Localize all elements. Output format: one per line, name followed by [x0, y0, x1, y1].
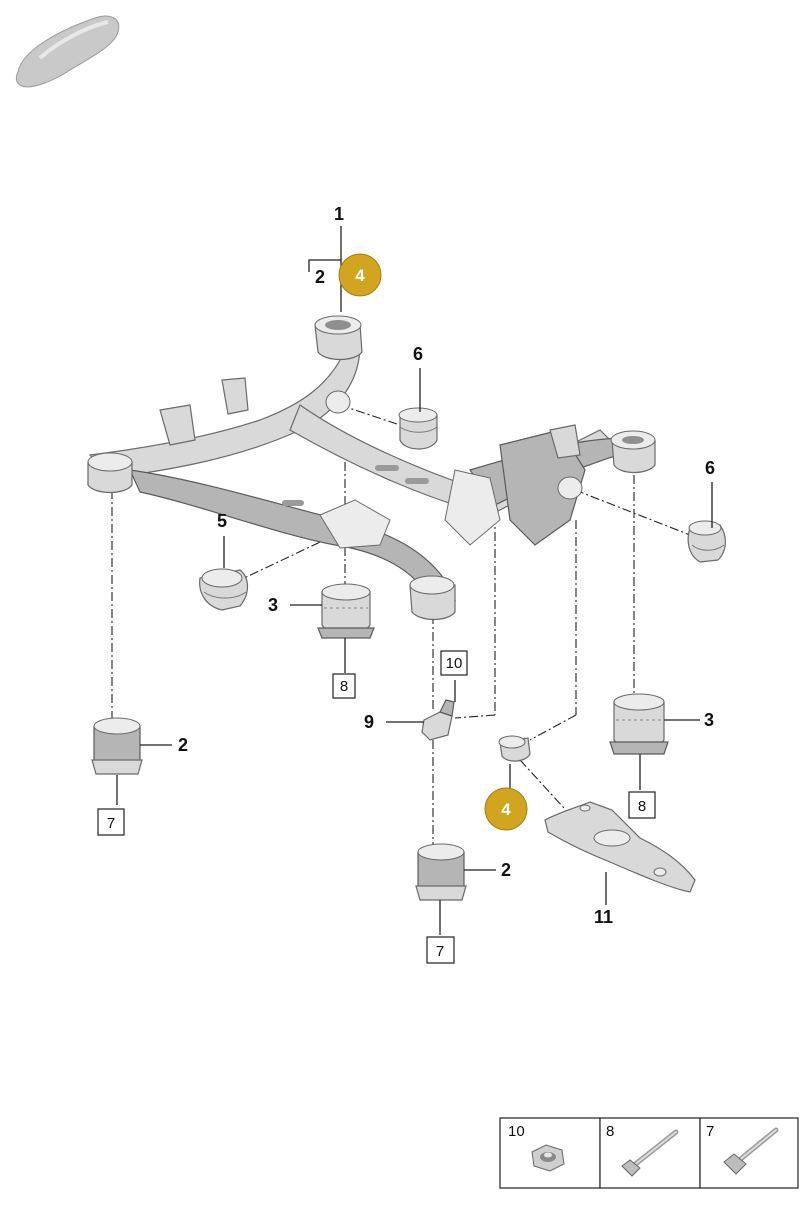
svg-text:10: 10	[446, 655, 463, 672]
subframe-cup-rear-right	[610, 430, 656, 474]
callout-3-left: 3	[268, 595, 278, 615]
subframe-cup-center	[409, 575, 456, 621]
bushing-2-bottom[interactable]	[415, 843, 467, 901]
bushing-4-small[interactable]	[498, 735, 531, 762]
rear-subframe[interactable]	[88, 344, 642, 601]
subframe-bore-right	[557, 476, 583, 500]
bushing-3-left[interactable]	[317, 583, 375, 639]
bushing-2-left[interactable]	[91, 717, 143, 775]
svg-text:4: 4	[355, 266, 365, 285]
subframe-bore-left	[325, 390, 351, 414]
control-arm-11[interactable]	[544, 801, 696, 893]
callout-1: 1	[334, 204, 344, 224]
callout-6-right: 6	[705, 458, 715, 478]
callout-9: 9	[364, 712, 374, 732]
badge-4-top: 4	[338, 253, 382, 297]
bolt-icon	[621, 1129, 679, 1177]
legend-label-7: 7	[706, 1123, 714, 1140]
callout-11: 11	[594, 907, 613, 927]
subframe-cup-top	[314, 315, 363, 361]
car-silhouette-icon	[15, 15, 120, 88]
callout-2-bottom: 2	[501, 860, 511, 880]
box-8-left: 8	[332, 673, 356, 699]
callout-2-left: 2	[178, 735, 188, 755]
nut-icon	[531, 1144, 565, 1172]
svg-text:4: 4	[501, 800, 511, 819]
callout-6-top: 6	[413, 344, 423, 364]
bushing-6-left[interactable]	[398, 407, 438, 450]
callout-3-right: 3	[704, 710, 714, 730]
legend-label-8: 8	[606, 1123, 614, 1140]
box-7-left: 7	[97, 808, 125, 836]
box-10-mid: 10	[440, 650, 468, 676]
badge-4-bottom: 4	[484, 787, 528, 831]
callout-2-top: 2	[315, 267, 325, 287]
guide-lines	[111, 404, 691, 848]
leader-lines	[116, 226, 713, 935]
bracket-9[interactable]	[421, 699, 455, 741]
hardware-legend: 10 8 7	[499, 1117, 799, 1189]
bushing-3-right[interactable]	[609, 693, 669, 755]
svg-text:7: 7	[436, 943, 444, 960]
bushing-5[interactable]	[199, 568, 249, 611]
callout-5: 5	[217, 511, 227, 531]
box-8-right: 8	[628, 791, 656, 819]
svg-text:8: 8	[638, 798, 646, 815]
bushing-6-right[interactable]	[687, 520, 726, 563]
legend-label-10: 10	[508, 1123, 525, 1140]
box-7-bottom: 7	[426, 936, 455, 964]
bolt-icon	[723, 1127, 779, 1175]
svg-text:7: 7	[107, 815, 115, 832]
subframe-cup-front-left	[87, 452, 133, 494]
svg-text:8: 8	[340, 678, 348, 695]
